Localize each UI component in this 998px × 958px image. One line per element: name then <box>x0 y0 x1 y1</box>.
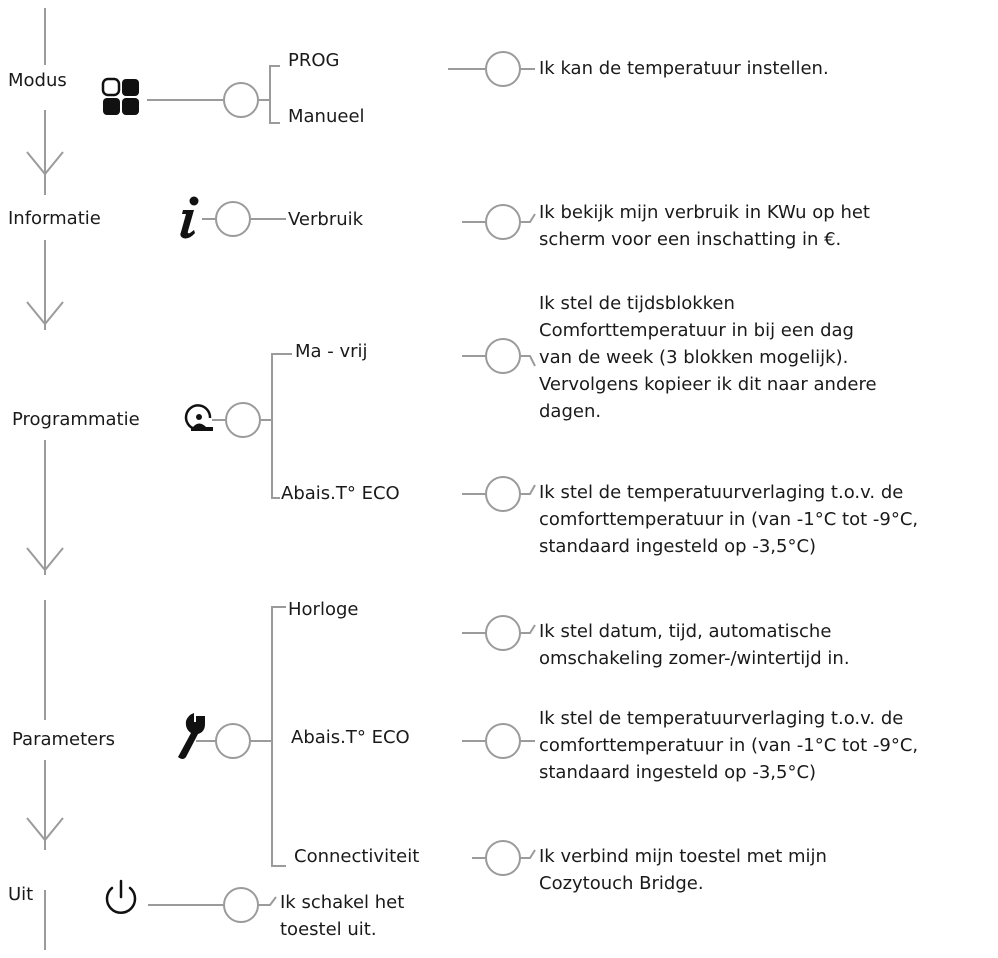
description-connectiviteit: Ik verbind mijn toestel met mijn Cozytou… <box>539 846 827 894</box>
clock-person-icon <box>184 404 213 431</box>
option-connectiviteit: Connectiviteit <box>294 846 420 867</box>
connector-line <box>520 484 536 495</box>
branch-bracket <box>271 606 286 867</box>
menu-item-modus: Modus <box>8 70 67 91</box>
connector-line <box>258 896 277 906</box>
node-circle <box>485 51 521 87</box>
info-icon <box>180 196 199 239</box>
option-abais-eco-programmatie: Abais.T° ECO <box>281 483 400 504</box>
four-squares-icon <box>101 77 139 115</box>
node-circle <box>485 840 521 876</box>
menu-item-parameters: Parameters <box>12 729 116 750</box>
node-circle <box>223 82 259 118</box>
node-circle <box>485 338 521 374</box>
connector-line <box>520 849 536 859</box>
connector-line <box>520 624 536 634</box>
node-circle <box>485 723 521 759</box>
chevron-down-icon <box>26 817 64 842</box>
chevron-down-icon <box>26 301 64 326</box>
branch-bracket <box>269 65 280 124</box>
node-circle <box>215 723 251 759</box>
description-horloge: Ik stel datum, tijd, automatische omscha… <box>539 621 850 669</box>
node-circle <box>215 201 251 237</box>
description-uit: Ik schakel het toestel uit. <box>280 892 405 940</box>
node-circle <box>485 204 521 240</box>
description-abais-eco-parameters: Ik stel de temperatuurverlaging t.o.v. d… <box>539 708 919 783</box>
branch-bracket <box>271 353 292 499</box>
description-prog: Ik kan de temperatuur instellen. <box>539 58 829 79</box>
option-ma-vrij: Ma - vrij <box>295 341 368 362</box>
power-icon <box>105 879 137 914</box>
chevron-down-icon <box>26 547 64 572</box>
connector-line <box>520 355 536 367</box>
option-verbruik: Verbruik <box>288 209 364 230</box>
node-circle <box>485 476 521 512</box>
option-abais-eco-parameters: Abais.T° ECO <box>291 727 410 748</box>
option-manueel: Manueel <box>288 106 365 127</box>
option-horloge: Horloge <box>288 599 359 620</box>
chevron-down-icon <box>26 151 64 176</box>
menu-item-programmatie: Programmatie <box>12 409 140 430</box>
menu-item-uit: Uit <box>8 884 34 905</box>
node-circle <box>225 402 261 438</box>
description-abais-eco-programmatie: Ik stel de temperatuurverlaging t.o.v. d… <box>539 482 919 557</box>
menu-item-informatie: Informatie <box>8 208 101 229</box>
option-prog: PROG <box>288 50 340 71</box>
connector-line <box>520 213 536 223</box>
description-verbruik: Ik bekijk mijn verbruik in KWu op het sc… <box>539 202 870 250</box>
node-circle <box>485 615 521 651</box>
wrench-icon <box>178 713 205 759</box>
description-ma-vrij: Ik stel de tijdsblokken Comforttemperatu… <box>539 293 877 422</box>
node-circle <box>223 887 259 923</box>
